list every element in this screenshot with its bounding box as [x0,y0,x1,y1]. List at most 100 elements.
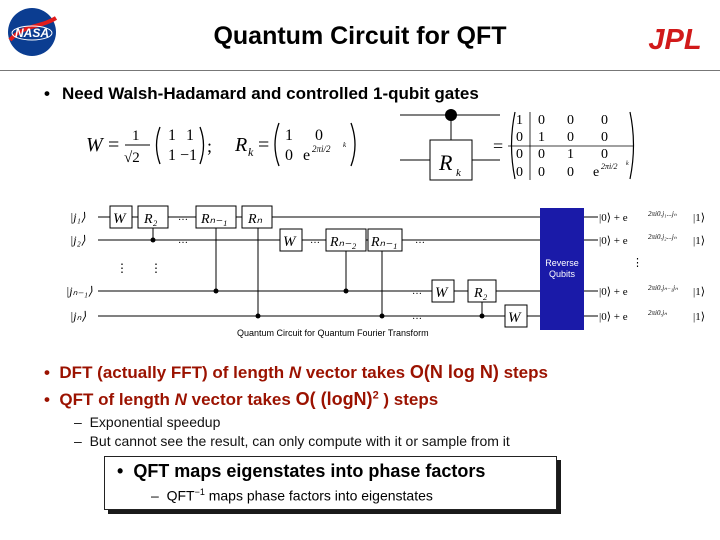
jpl-logo: JPL [642,24,708,56]
w-num: 1 [132,128,140,144]
row2-gates: W … Rₙ₋₂ Rₙ₋₁ … [279,228,425,252]
rk-formula: R k = 1 0 0 e 2πi/2 k [234,122,356,167]
svg-text:|1⟩: |1⟩ [693,212,705,224]
nasa-logo-text: NASA [15,26,49,40]
svg-text:2πi0.j₁...jₙ: 2πi0.j₁...jₙ [648,210,677,218]
svg-text:2πi/2: 2πi/2 [601,162,617,171]
w-m11: −1 [180,147,197,164]
callout-sub: – QFT−1 maps phase factors into eigensta… [151,487,433,504]
w-m01: 1 [186,127,194,144]
svg-text:Qubits: Qubits [549,269,576,279]
callout-main: • QFT maps eigenstates into phase factor… [117,461,486,481]
svg-text:…: … [415,235,425,246]
gate-r2-row3: R₂ [473,286,488,301]
rk-m01: 0 [315,127,323,144]
w-lhs: W [86,134,105,156]
svg-text:0: 0 [538,113,545,128]
gate-rn-1-row1: Rₙ₋₁ [200,212,227,227]
rk-lhs: R [234,134,247,156]
input-vdots: ⋮ [116,261,128,275]
input-j1: |j₁⟩ [70,210,86,224]
svg-text:…: … [178,212,188,223]
rk-m11: e [303,147,310,164]
svg-text:0: 0 [516,130,523,145]
svg-text:k: k [626,161,629,167]
svg-text:…: … [412,311,422,322]
svg-text:e: e [593,165,599,180]
gate-r2-row1: R₂ [143,212,158,227]
svg-text:|0⟩ + e: |0⟩ + e [599,286,628,298]
svg-text:1: 1 [516,113,523,128]
page-title: Quantum Circuit for QFT [213,22,507,50]
bullet-qft: • QFT of length N vector takes O( (logN)… [44,389,439,409]
svg-text:2πi0.j₂...jₙ: 2πi0.j₂...jₙ [648,233,677,241]
rk-gate-sub: k [456,167,462,179]
w-eq: = [108,134,119,156]
gate-w-row2: W [283,234,297,250]
svg-text:0: 0 [601,130,608,145]
svg-text:Reverse: Reverse [545,258,579,268]
rk-exp-sup: k [343,141,347,149]
rk-gate-label: R [438,150,453,175]
gate-rn-row1: Rₙ [247,212,263,227]
rk-exp: 2πi/2 [312,144,331,154]
svg-text:…: … [412,286,422,297]
svg-text:2πi0.jₙ: 2πi0.jₙ [648,309,667,317]
circuit-caption: Quantum Circuit for Quantum Fourier Tran… [237,328,429,338]
w-den: √2 [124,150,140,166]
top-bullet-text: Need Walsh-Hadamard and controlled 1-qub… [61,84,479,103]
svg-text:=: = [493,136,503,156]
gate-rn-2-row2: Rₙ₋₂ [329,235,357,250]
circuit-wires [98,216,598,317]
rk-m10: 0 [285,147,293,164]
svg-text:1: 1 [538,130,545,145]
svg-text:⋮: ⋮ [632,257,643,269]
svg-text:⋮: ⋮ [150,261,162,275]
row1-gates: W R₂ … Rₙ₋₁ Rₙ … [109,205,273,246]
svg-text:0: 0 [601,113,608,128]
rk-gate-box [429,139,473,181]
jpl-logo-text: JPL [648,24,701,54]
input-jn: |jₙ⟩ [70,309,86,323]
circuit-inputs: |j₁⟩ |j₂⟩ ⋮ ⋮ |jₙ₋₁⟩ |jₙ⟩ [66,210,162,323]
gate-w-row1: W [113,211,127,227]
control-dots [150,237,485,319]
svg-text:0: 0 [538,165,545,180]
svg-text:0: 0 [601,147,608,162]
svg-text:0: 0 [567,130,574,145]
walsh-hadamard-formula: W = 1 √2 1 1 1 −1 ; [86,126,212,166]
row4-gates: … W [412,304,528,328]
svg-text:…: … [178,235,188,246]
top-bullet: • Need Walsh-Hadamard and controlled 1-qu… [44,84,479,104]
w-m10: 1 [168,147,176,164]
gate-w-row3: W [435,285,449,301]
nasa-logo: NASA [6,6,58,58]
svg-text:|1⟩: |1⟩ [693,235,705,247]
svg-text:|1⟩: |1⟩ [693,286,705,298]
svg-text:0: 0 [538,147,545,162]
sub-bullet-sample: – But cannot see the result, can only co… [74,433,510,449]
rk-m00: 1 [285,127,293,144]
input-jn-1: |jₙ₋₁⟩ [66,284,93,298]
bullet-dft: • DFT (actually FFT) of length N vector … [44,362,548,382]
circuit-outputs: |0⟩ + e 2πi0.j₁...jₙ |1⟩ |0⟩ + e 2πi0.j₂… [599,210,705,323]
control-dot [445,109,457,121]
qft-callout-box: • QFT maps eigenstates into phase factor… [104,456,557,510]
row3-gates: … W R₂ [412,279,497,303]
svg-text:;: ; [207,136,212,156]
bullet-dot: • [44,84,50,103]
rk-lhs-sub: k [248,145,254,159]
rk-eq: = [258,134,269,156]
header-divider [0,70,720,71]
gate-rn-1-row2: Rₙ₋₁ [370,235,397,250]
svg-text:0: 0 [516,165,523,180]
sub-bullet-speedup: – Exponential speedup [74,414,221,430]
qft-circuit-figure: W = 1 √2 1 1 1 −1 ; R k = 1 0 0 e 2πi/2 … [66,109,705,338]
svg-text:0: 0 [567,113,574,128]
svg-text:2πi0.jₙ₋₁jₙ: 2πi0.jₙ₋₁jₙ [648,284,678,292]
svg-text:0: 0 [516,147,523,162]
input-j2: |j₂⟩ [70,233,86,247]
svg-text:|0⟩ + e: |0⟩ + e [599,235,628,247]
